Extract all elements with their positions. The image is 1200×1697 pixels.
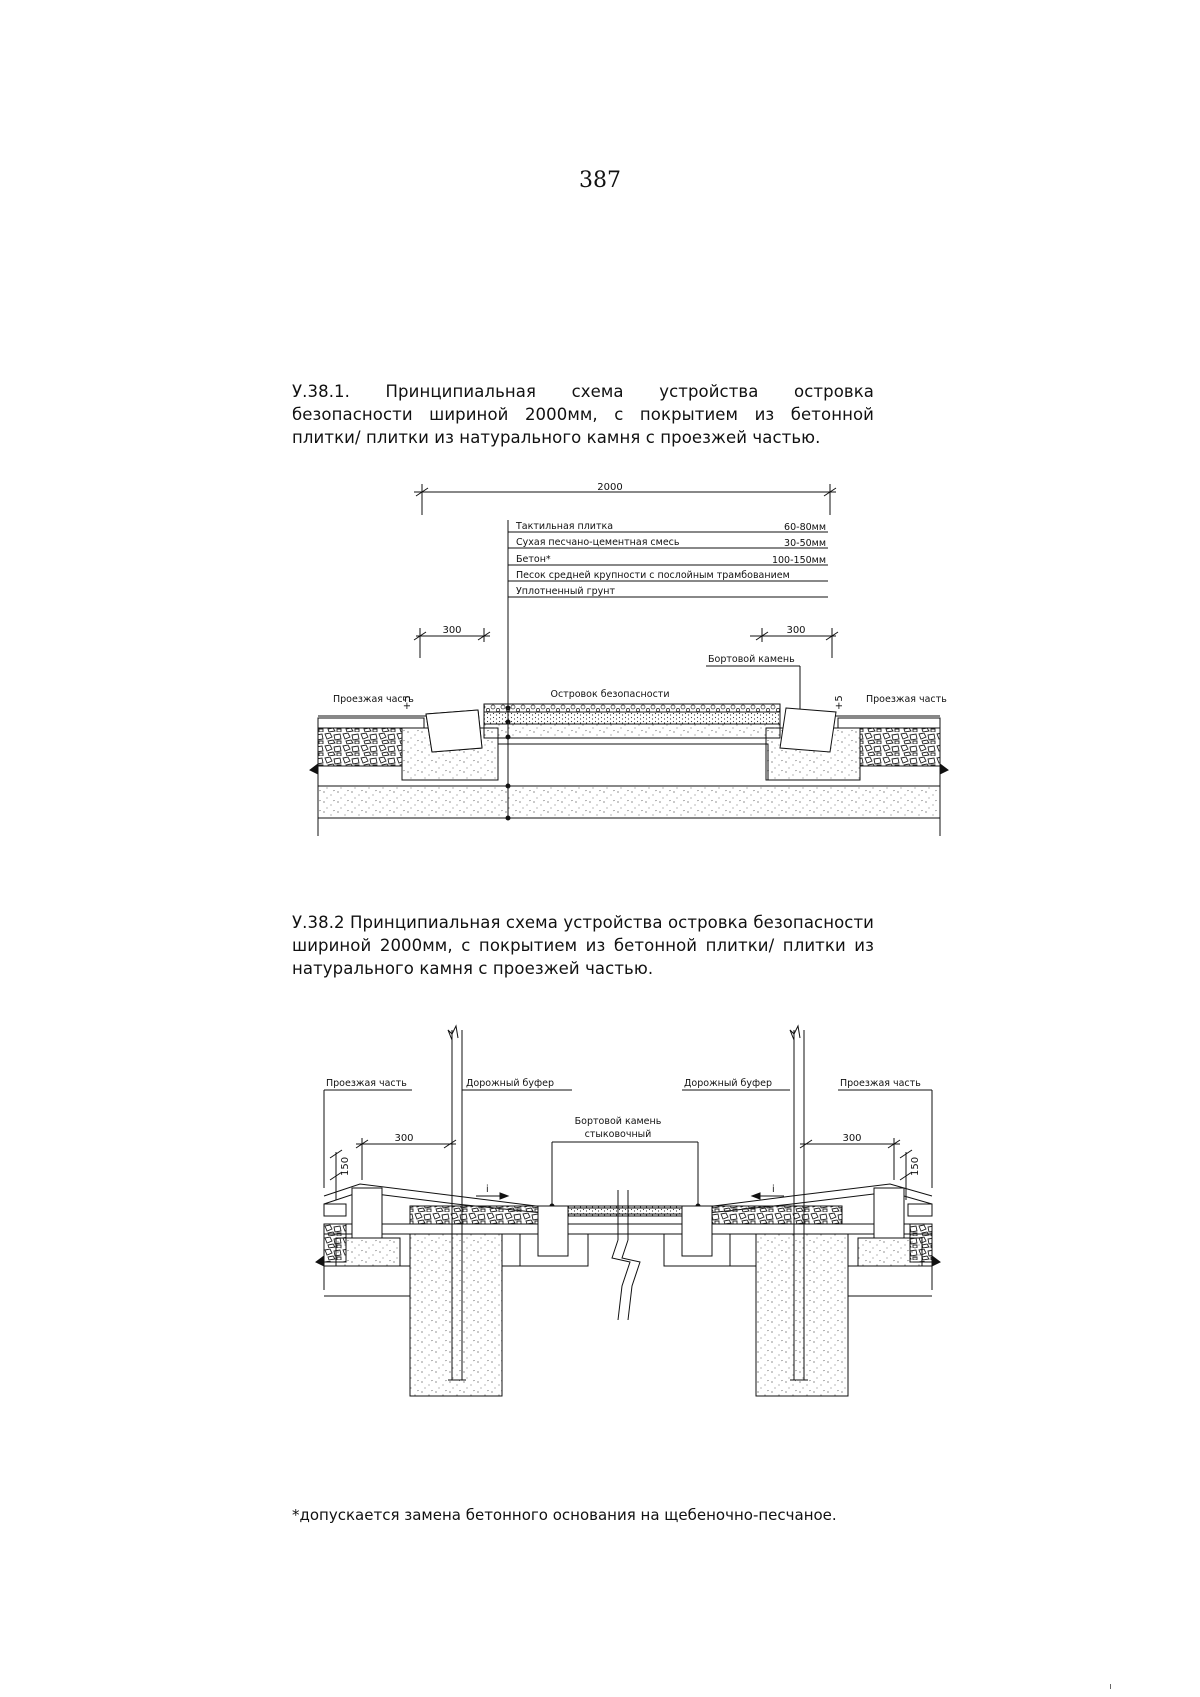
- road-left-label: Проезжая часть: [333, 694, 414, 705]
- width-dimension-label: 2000: [597, 482, 622, 493]
- page-number: 387: [579, 168, 621, 193]
- footnote: *допускается замена бетонного основания …: [292, 1506, 837, 1524]
- layer-5-name: Уплотненный грунт: [516, 586, 615, 597]
- curb-left: [401, 709, 499, 781]
- figure-caption-2: У.38.2 Принципиальная схема устройства о…: [292, 913, 874, 978]
- d2-left-150-label: 150: [340, 1157, 351, 1176]
- d2-slope-right-label: i: [772, 1184, 775, 1195]
- d2-road-right-label: Проезжая часть: [840, 1078, 921, 1089]
- base-structure: [309, 728, 949, 836]
- offset-right-label: +5: [834, 695, 845, 710]
- layers-callout: Тактильная плитка 60-80мм Сухая песчано-…: [505, 520, 828, 821]
- road-right-label: Проезжая часть: [866, 694, 947, 705]
- d2-post-left: [409, 1024, 503, 1397]
- d2-road-right: [857, 1187, 933, 1267]
- d2-curb-label-line2: стыковочный: [585, 1129, 652, 1140]
- layer-3-thickness: 100-150мм: [772, 555, 826, 566]
- left-300-dimension: 300: [413, 625, 491, 658]
- diagram-1: 2000 Тактильная плитка 60-80мм Сухая пес…: [309, 482, 949, 836]
- road-right-section: [837, 717, 941, 767]
- d2-left-300-dimension: 300: [355, 1133, 457, 1180]
- d2-slope-right: i: [750, 1184, 784, 1200]
- layer-2-thickness: 30-50мм: [784, 538, 826, 549]
- road-left-label-text: Проезжая часть: [333, 694, 414, 705]
- d2-right-150: 150: [899, 1149, 921, 1200]
- diagram-2: Проезжая часть Дорожный буфер Дорожный б…: [315, 1024, 941, 1397]
- figure-caption-1: У.38.1. Принципиальная схема устройства …: [292, 382, 874, 447]
- scan-mark: [1110, 1684, 1111, 1689]
- d2-slope-left-label: i: [486, 1184, 489, 1195]
- road-right-label-text: Проезжая часть: [866, 694, 947, 705]
- d2-base: [315, 1255, 941, 1297]
- layer-4-name: Песок средней крупности с послойным трам…: [516, 570, 790, 581]
- d2-buffer-right-label: Дорожный буфер: [684, 1078, 772, 1089]
- layer-1-thickness: 60-80мм: [784, 522, 826, 533]
- layer-1-name: Тактильная плитка: [515, 521, 613, 532]
- island-pavement: [483, 703, 781, 739]
- d2-curb-label-line1: Бортовой камень: [575, 1116, 662, 1127]
- offset-left-label: +5: [402, 695, 413, 710]
- d2-right-150-label: 150: [910, 1157, 921, 1176]
- right-300-label: 300: [786, 625, 805, 636]
- d2-left-300-label: 300: [394, 1133, 413, 1144]
- curb-label: Бортовой камень: [708, 654, 795, 665]
- d2-break-line: [611, 1190, 641, 1321]
- width-dimension: 2000: [414, 482, 837, 515]
- d2-slope-left: i: [476, 1184, 510, 1200]
- d2-road-left: [323, 1187, 401, 1267]
- d2-right-300-dimension: 300: [799, 1133, 901, 1180]
- layer-3-name: Бетон*: [516, 554, 551, 565]
- island-label: Островок безопасности: [550, 689, 669, 700]
- d2-buffer-left-label: Дорожный буфер: [466, 1078, 554, 1089]
- d2-center-curbs: [519, 1205, 731, 1267]
- curb-right: [765, 707, 861, 781]
- d2-road-left-label: Проезжая часть: [326, 1078, 407, 1089]
- right-300-dimension: 300: [750, 625, 839, 658]
- d2-right-300-label: 300: [842, 1133, 861, 1144]
- d2-post-right: [755, 1024, 849, 1397]
- left-300-label: 300: [442, 625, 461, 636]
- road-left-section: [317, 717, 425, 767]
- layer-2-name: Сухая песчано-цементная смесь: [516, 537, 680, 548]
